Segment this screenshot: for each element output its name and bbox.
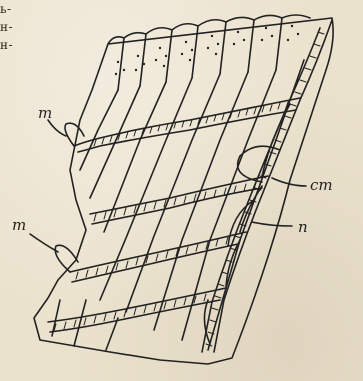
lamella-cap-3 bbox=[146, 28, 172, 82]
lamella-line bbox=[100, 78, 192, 300]
fan-outline bbox=[34, 18, 333, 364]
branch-upper bbox=[74, 98, 300, 146]
label-cm: cm bbox=[310, 176, 333, 194]
lamella-line bbox=[80, 90, 118, 170]
label-m-upper: m bbox=[38, 104, 52, 122]
lamella-cap-5 bbox=[198, 20, 226, 74]
branch-lowest-inner bbox=[50, 300, 220, 332]
lamella-line bbox=[90, 86, 140, 198]
branch-lower bbox=[70, 232, 246, 272]
label-m-lower: m bbox=[12, 216, 26, 234]
branch-lower-inner bbox=[72, 244, 238, 282]
leader-m-lower bbox=[30, 234, 58, 252]
lamella-cap-6 bbox=[226, 17, 254, 72]
ray-tip-lower bbox=[55, 245, 78, 272]
branch-middle bbox=[90, 176, 268, 214]
lamella-cap-1 bbox=[108, 37, 124, 90]
leader-m-upper bbox=[48, 120, 66, 136]
label-n: n bbox=[298, 218, 308, 236]
leader-n bbox=[252, 222, 292, 226]
lamella-cap-8 bbox=[282, 15, 310, 18]
lamella-cap-4 bbox=[172, 24, 198, 78]
